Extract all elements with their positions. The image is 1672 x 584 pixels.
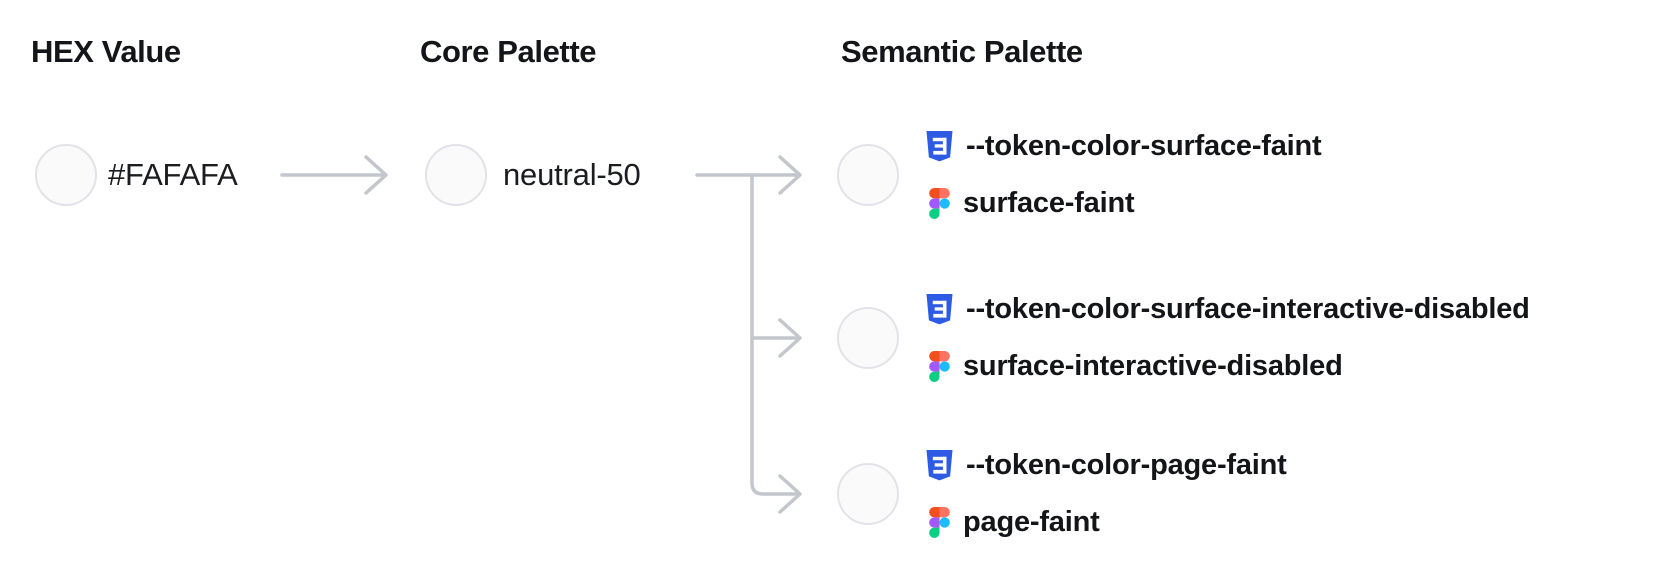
- semantic-swatch: [837, 144, 899, 206]
- css-token-name: --token-color-surface-faint: [966, 129, 1322, 162]
- css-token-name: --token-color-surface-interactive-disabl…: [966, 292, 1530, 325]
- figma-logo-icon: [929, 187, 950, 219]
- css3-shield-icon: [926, 449, 953, 481]
- css-token-name: --token-color-page-faint: [966, 448, 1287, 481]
- css-token-line: --token-color-surface-faint: [926, 127, 1322, 165]
- arrow-core-to-semantic-2: [750, 318, 802, 358]
- css3-shield-icon: [926, 293, 953, 325]
- figma-token-name: page-faint: [963, 505, 1100, 538]
- figma-token-name: surface-interactive-disabled: [963, 349, 1343, 382]
- figma-logo-icon: [929, 350, 950, 382]
- css-token-line: --token-color-page-faint: [926, 446, 1287, 484]
- hex-swatch: [35, 144, 97, 206]
- core-palette-label: neutral-50: [503, 157, 641, 192]
- column-title-semantic-palette: Semantic Palette: [841, 34, 1083, 69]
- figma-token-name: surface-faint: [963, 186, 1135, 219]
- hex-value-label: #FAFAFA: [108, 157, 238, 192]
- figma-logo-icon: [929, 506, 950, 538]
- arrow-core-to-semantic-3: [750, 173, 802, 514]
- figma-token-line: surface-interactive-disabled: [929, 347, 1343, 385]
- css-token-line: --token-color-surface-interactive-disabl…: [926, 290, 1530, 328]
- core-swatch: [425, 144, 487, 206]
- figma-token-line: page-faint: [929, 503, 1100, 541]
- arrow-hex-to-core: [280, 155, 388, 195]
- column-title-hex-value: HEX Value: [31, 34, 181, 69]
- css3-shield-icon: [926, 130, 953, 162]
- figma-token-line: surface-faint: [929, 184, 1135, 222]
- column-title-core-palette: Core Palette: [420, 34, 597, 69]
- semantic-swatch: [837, 307, 899, 369]
- arrow-core-to-semantic-1: [695, 155, 802, 195]
- semantic-swatch: [837, 463, 899, 525]
